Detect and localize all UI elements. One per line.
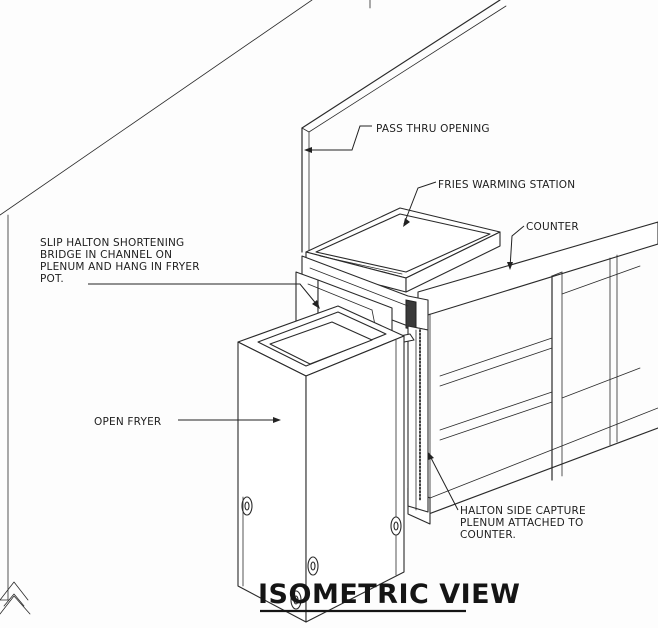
wall-outline — [0, 0, 371, 601]
caster — [390, 516, 402, 536]
label-slip-note-line-2: BRIDGE IN CHANNEL ON — [40, 249, 172, 261]
label-slip-note-line-4: POT. — [40, 273, 64, 285]
caster — [241, 496, 253, 587]
title-text: ISOMETRIC VIEW — [258, 579, 520, 610]
label-counter: COUNTER — [526, 221, 579, 233]
halton-plenum — [295, 255, 429, 513]
open-fryer — [237, 305, 405, 623]
corner-detail — [0, 581, 31, 615]
label-plenum-line-2: PLENUM ATTACHED TO — [460, 517, 584, 529]
view-title: ISOMETRIC VIEW — [258, 579, 520, 613]
caster — [307, 556, 319, 576]
label-plenum-line-3: COUNTER. — [460, 529, 516, 541]
labels: PASS THRU OPENING FRIES WARMING STATION … — [40, 123, 586, 541]
caster — [290, 590, 302, 610]
fries-warming-station — [305, 207, 501, 293]
label-slip-note-line-1: SLIP HALTON SHORTENING — [40, 237, 184, 249]
label-plenum-line-1: HALTON SIDE CAPTURE — [460, 505, 586, 517]
label-open-fryer: OPEN FRYER — [94, 416, 161, 428]
label-fries-station: FRIES WARMING STATION — [438, 179, 575, 191]
leaders — [88, 125, 525, 511]
label-slip-note-line-3: PLENUM AND HANG IN FRYER — [40, 261, 200, 273]
label-pass-thru: PASS THRU OPENING — [376, 123, 490, 135]
